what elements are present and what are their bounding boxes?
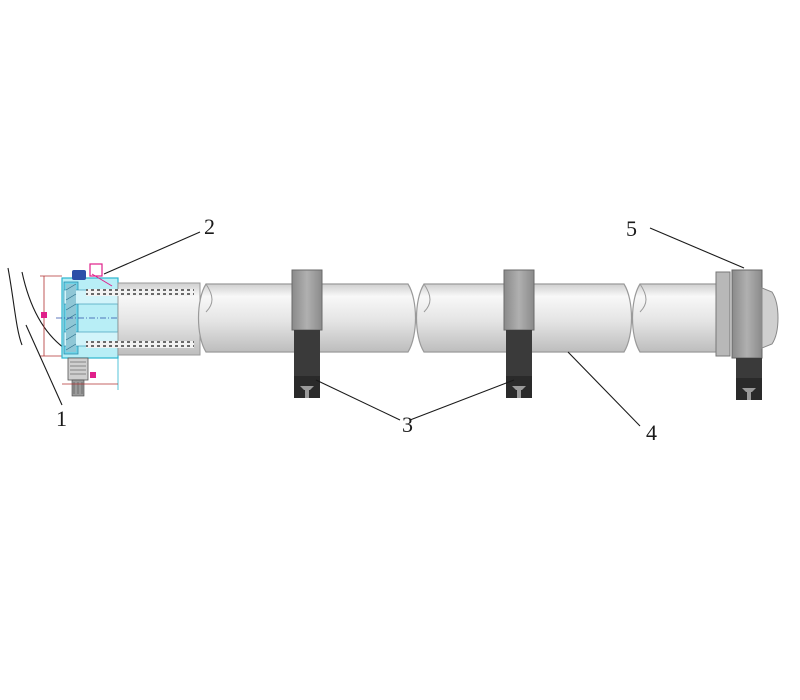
pipe-clamp xyxy=(503,269,535,398)
leader-lines xyxy=(25,227,745,427)
callout-4: 4 xyxy=(646,420,657,445)
right-end-flange xyxy=(715,269,779,400)
callout-5: 5 xyxy=(626,216,637,241)
callout-3: 3 xyxy=(402,412,413,437)
callout-labels: 1 2 3 4 5 xyxy=(56,214,657,445)
left-end-fitting xyxy=(40,263,130,397)
callout-2: 2 xyxy=(204,214,215,239)
pipe-body xyxy=(197,283,721,353)
pipe-clamp xyxy=(291,269,323,398)
callout-1: 1 xyxy=(56,406,67,431)
wall-outline xyxy=(7,267,65,349)
perforated-pipe-section xyxy=(86,282,201,356)
